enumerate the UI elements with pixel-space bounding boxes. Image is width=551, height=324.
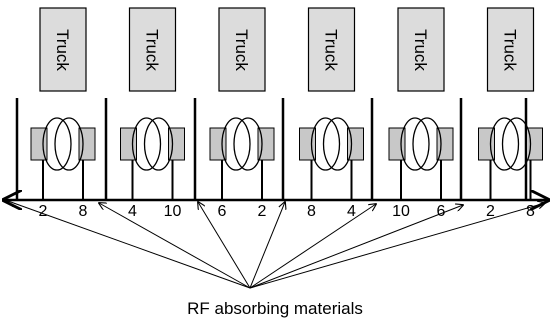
antenna-lobe-icon <box>221 117 251 171</box>
truck-label: Truck <box>143 29 162 71</box>
lane-number-right: 6 <box>437 203 446 220</box>
antenna-lobe-icon <box>42 117 72 171</box>
antenna-lobe-icon <box>412 117 442 171</box>
lane-number-right: 10 <box>164 203 182 220</box>
truck-1 <box>39 7 87 92</box>
antenna-lobe-icon <box>54 117 84 171</box>
lane-number-left: 6 <box>218 203 227 220</box>
absorber-pointer-3 <box>249 202 285 289</box>
truck-4 <box>307 7 356 92</box>
antenna-lobe-icon <box>322 117 353 171</box>
absorber-pointer-4 <box>249 204 376 289</box>
lane-number-right: 8 <box>79 203 88 220</box>
truck-5 <box>397 7 445 92</box>
truck-label: Truck <box>501 29 520 71</box>
antenna-lobe-icon <box>131 117 162 171</box>
lane-number-left: 4 <box>128 203 137 220</box>
lane-number-left: 2 <box>39 203 48 220</box>
lane-number-right: 2 <box>258 203 267 220</box>
antenna-lobe-icon <box>489 117 520 171</box>
lanes-layer: Truck 2 8 Truck 4 10 Truck 6 2 Truck 8 4 Truck 10 6 Tru… <box>4 7 548 220</box>
absorber-pointers <box>8 201 545 289</box>
lane-number-right: 4 <box>347 203 356 220</box>
truck-3 <box>218 7 266 92</box>
truck-label: Truck <box>53 29 72 71</box>
absorber-pointer-0 <box>8 201 251 289</box>
absorber-pointer-5 <box>249 205 463 289</box>
truck-label: Truck <box>322 29 341 71</box>
absorber-pointer-6 <box>249 203 545 289</box>
antenna-lobe-icon <box>233 117 263 171</box>
antenna-lobe-icon <box>143 117 174 171</box>
absorber-pointer-2 <box>198 202 251 289</box>
truck-label: Truck <box>411 29 430 71</box>
antenna-lobe-icon <box>400 117 430 171</box>
antenna-lobe-icon <box>501 117 532 171</box>
lane-number-right: 8 <box>526 203 535 220</box>
lane-number-left: 10 <box>392 203 410 220</box>
truck-2 <box>128 7 177 92</box>
absorber-pointer-1 <box>99 203 251 289</box>
truck-6 <box>486 7 535 92</box>
caption-label: RF absorbing materials <box>187 299 363 318</box>
lane-number-left: 8 <box>307 203 316 220</box>
antenna-lobe-icon <box>310 117 341 171</box>
lane-number-left: 2 <box>486 203 495 220</box>
truck-label: Truck <box>232 29 251 71</box>
